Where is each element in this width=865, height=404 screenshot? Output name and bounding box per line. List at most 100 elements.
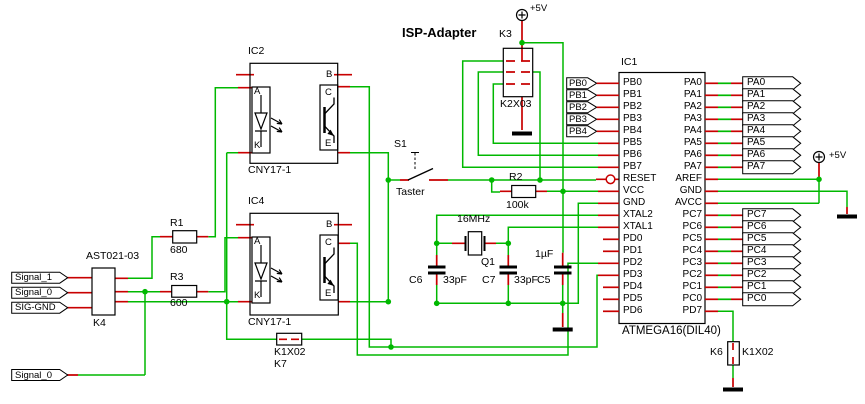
connector-k7-body: [276, 332, 303, 346]
ic2-pin-c: C: [325, 87, 332, 98]
connector-k6-body: [727, 341, 740, 366]
schematic-title: ISP-Adapter: [402, 25, 477, 40]
connector-k4-body: [91, 267, 116, 316]
ic1-pin-label-avcc: AVCC: [674, 197, 702, 209]
wire: [225, 151, 277, 341]
net-flag-pc0: [742, 292, 802, 307]
gnd-symbol: [512, 131, 532, 136]
ic1-pin-label-pd5: PD5: [623, 293, 643, 305]
ic1-pin-label-pa6: PA6: [683, 149, 702, 161]
net-flag-pc5: [742, 232, 802, 247]
capacitor-c6-plate: [428, 265, 446, 269]
net-flag-sig-gnd: [11, 301, 69, 314]
ic2-pin-k: K: [254, 140, 261, 151]
plus5v-label-right: +5V: [829, 150, 847, 161]
junction-dot: [223, 298, 230, 305]
ic1-pin-label-pd1: PD1: [623, 245, 643, 257]
net-flag-signal-0-bottom: [11, 369, 69, 381]
ic2-transistor-symbol: [323, 97, 335, 143]
ic4-led-symbol: [254, 245, 283, 297]
net-flag-pc6: [742, 220, 802, 235]
component-outlines: [91, 47, 740, 366]
net-flag-pa3: [742, 112, 802, 127]
crystal-q1-plates: [464, 236, 486, 251]
s1-value: Taster: [396, 186, 425, 198]
ic1-pin-label-xtal2: XTAL2: [623, 209, 653, 221]
ic1-pin-label-pc6: PC6: [682, 221, 702, 233]
ic1-pin-label-pa2: PA2: [683, 101, 702, 113]
net-flag-pb4: [566, 125, 598, 138]
wire: [435, 285, 564, 313]
junction-dot: [142, 288, 148, 295]
ic4-pin-b: B: [326, 219, 333, 230]
net-flag-pc3: [742, 256, 802, 271]
net-flag-label: Signal_0: [15, 369, 52, 381]
ic4-ref: IC4: [248, 195, 265, 207]
c5-ref: C5: [537, 274, 551, 286]
ic2-led-symbol: [254, 95, 283, 147]
filled-symbols: [428, 131, 857, 392]
capacitor-c6-plate: [428, 271, 446, 275]
ic1-pin-label-pb7: PB7: [623, 161, 642, 173]
net-flag-label-pa0: PA0: [747, 77, 766, 89]
c6-value: 33pF: [443, 274, 467, 286]
gnd-symbol: [552, 327, 573, 332]
junction-dot: [433, 240, 440, 247]
net-flag-label-pa6: PA6: [747, 149, 766, 161]
net-flag-label-pa4: PA4: [747, 125, 766, 137]
ic4-part: CNY17-1: [248, 316, 292, 328]
ic4-transistor-symbol: [323, 247, 335, 293]
net-flag-label-pb0: PB0: [569, 77, 587, 89]
ic2-pin-e: E: [325, 138, 332, 149]
wire: [718, 190, 848, 207]
ic1-pin-label-pc5: PC5: [682, 233, 702, 245]
wire: [350, 151, 390, 302]
wire: [718, 310, 734, 378]
net-flag-label-pa7: PA7: [747, 161, 766, 173]
ic1-pin-label-pc7: PC7: [682, 209, 702, 221]
net-flag-pa4: [742, 124, 802, 139]
pin-stub: [818, 162, 848, 214]
net-flag-label-pb2: PB2: [569, 101, 587, 113]
junction-dot: [488, 177, 495, 183]
net-wires: [78, 41, 848, 378]
ic4-pin-k: K: [254, 290, 261, 301]
ic1-pin-label-vcc: VCC: [623, 185, 645, 197]
net-flag-label-pb4: PB4: [569, 125, 587, 137]
isp-header-part: K2X03: [500, 98, 532, 110]
plus5v-symbol: [515, 8, 826, 164]
net-flag-label-pc6: PC6: [747, 221, 767, 233]
net-flag-label-pc5: PC5: [747, 233, 767, 245]
ic4-led-box: [251, 236, 271, 304]
ic1-pin-label-pa1: PA1: [683, 89, 702, 101]
wire: [490, 180, 500, 193]
net-flag-pa1: [742, 88, 802, 103]
wire: [532, 71, 541, 180]
net-flag-pa5: [742, 136, 802, 151]
ic1-pin-label-pa3: PA3: [683, 113, 702, 125]
net-flag-label-pc1: PC1: [747, 281, 767, 293]
resistor-r1-body: [172, 230, 198, 244]
capacitor-c5-plate: [554, 265, 572, 269]
resistor-r3-body: [171, 284, 198, 298]
ic1-pin-label-pa7: PA7: [683, 161, 702, 173]
capacitor-c7-plate: [499, 271, 517, 275]
ic1-pin-label-xtal1: XTAL1: [623, 221, 653, 233]
k6-ref: K6: [710, 346, 723, 358]
pin-stub: [435, 252, 564, 285]
junction-dot: [433, 300, 440, 307]
wire: [492, 83, 598, 145]
wire: [522, 41, 564, 253]
net-flag-pb2: [566, 101, 598, 114]
ic4-pin-a: A: [254, 236, 261, 247]
wire: [301, 338, 392, 347]
net-flag-label-pb1: PB1: [569, 89, 587, 101]
net-flag-label: Signal_1: [15, 272, 52, 284]
q1-ref: Q1: [481, 256, 496, 268]
wire: [461, 60, 598, 169]
junction-dot: [505, 300, 512, 307]
r2-ref: R2: [509, 171, 523, 183]
net-flag-label-pa2: PA2: [747, 101, 766, 113]
ic1-pin-label-pb3: PB3: [623, 113, 642, 125]
net-flag-label-pc2: PC2: [747, 269, 767, 281]
